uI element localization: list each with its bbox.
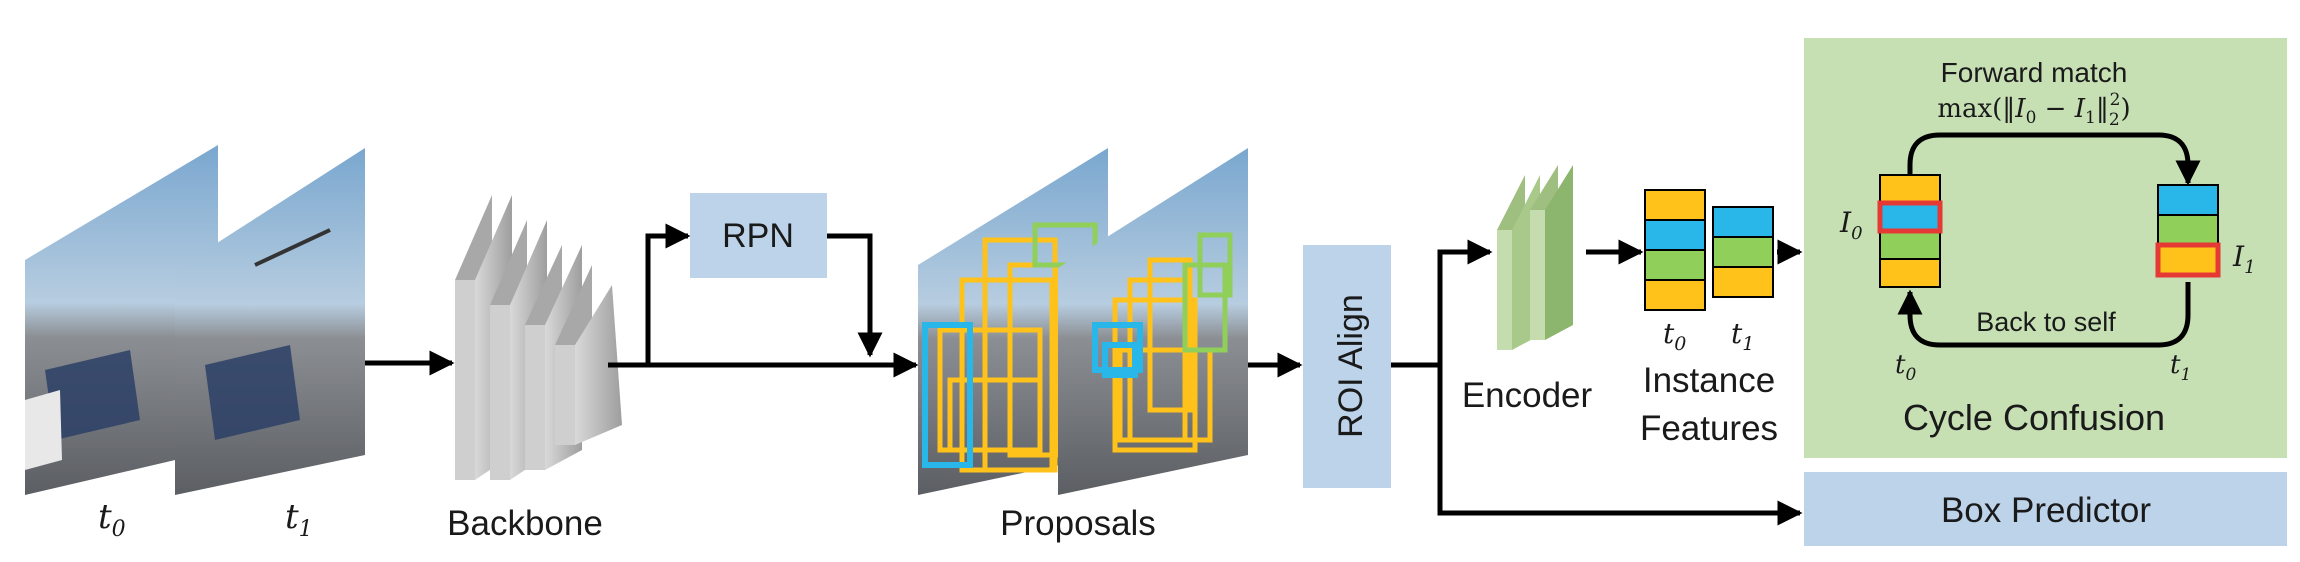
cycle-I1-stack (2155, 184, 2221, 278)
cycle-confusion-title: Cycle Confusion (1903, 397, 2165, 438)
cycle-I1-highlight (2155, 242, 2221, 278)
roi-align-label: ROI Align (1332, 294, 1370, 438)
backbone-label: Backbone (447, 504, 603, 543)
instance-t1-label: t1 (1731, 317, 1754, 355)
instance-t0-label: t0 (1663, 317, 1686, 355)
frame-t0-label: t0 (98, 497, 126, 542)
cycle-I0-label: I0 (1839, 206, 1863, 244)
cycle-I0-stack (1877, 174, 1943, 288)
instance-feature-t1 (1712, 206, 1774, 298)
rpn-box (690, 193, 827, 278)
proposals-frame-t1 (1058, 148, 1248, 495)
arrow-back-to-self (1897, 282, 2191, 348)
cycle-t1-label: t1 (2170, 350, 2191, 385)
cycle-I1-label: I1 (2232, 240, 2256, 278)
roi-align-box (1303, 245, 1391, 488)
arrow-forward-match (1907, 132, 2201, 186)
cycle-t0-label: t0 (1895, 350, 1916, 385)
back-to-self-label: Back to self (1976, 307, 2116, 337)
arrow-backbone-to-rpn (645, 223, 691, 365)
arrow-roi-to-box-predictor (1437, 365, 1803, 526)
forward-match-formula: max(‖I0 − I1‖22) (1937, 90, 2130, 130)
box-predictor-label: Box Predictor (1941, 491, 2151, 530)
frame-t1-image (175, 148, 365, 495)
instance-feature-t0 (1644, 189, 1706, 311)
frame-t0-image (25, 145, 218, 495)
proposals-label: Proposals (1000, 504, 1156, 543)
instance-features-line1: Instance (1643, 361, 1775, 400)
rpn-label: RPN (722, 217, 794, 255)
arrow-roi-to-encoder (1391, 239, 1493, 368)
encoder-block (1497, 165, 1573, 350)
cycle-I0-highlight (1877, 200, 1943, 234)
backbone-block (455, 195, 622, 480)
forward-match-label: Forward match (1941, 57, 2128, 88)
frame-t1-label: t1 (285, 497, 313, 542)
instance-features-line2: Features (1640, 409, 1778, 448)
arrow-rpn-to-proposals (827, 233, 883, 358)
box-predictor-box (1804, 472, 2287, 546)
encoder-label: Encoder (1462, 376, 1593, 415)
